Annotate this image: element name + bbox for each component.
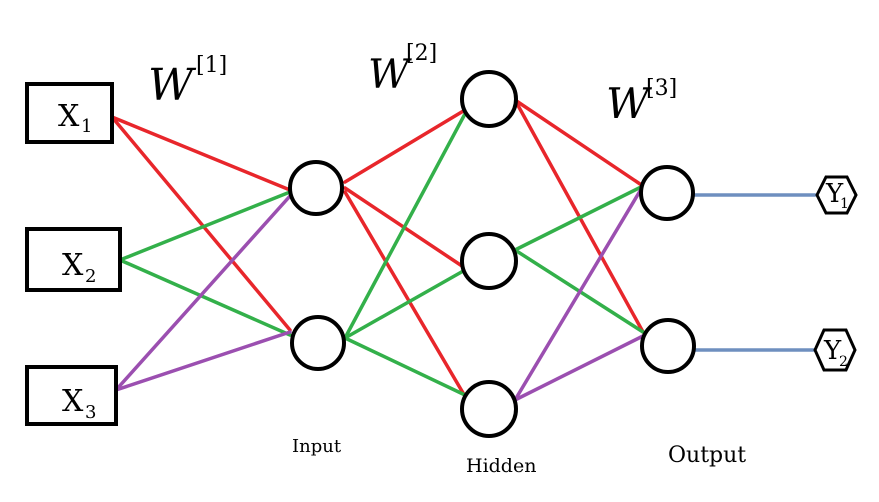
- output-hexagon: [813, 328, 857, 372]
- weight-superscript: [3]: [646, 76, 677, 101]
- feature-box: [25, 227, 122, 292]
- edge-input1-hidden3: [343, 190, 468, 400]
- weight-label-w1: W [1]: [148, 53, 227, 111]
- feature-label: X: [58, 99, 80, 134]
- weight-symbol: W: [368, 52, 412, 98]
- output-node-1: [639, 165, 695, 221]
- edge-hidden1-output1: [513, 98, 645, 188]
- edge-x2-input2: [118, 258, 292, 337]
- hidden-node-3: [460, 380, 518, 438]
- feature-subscript: 1: [81, 116, 92, 137]
- input-node-1: [288, 160, 344, 216]
- output-subscript: 2: [839, 354, 848, 370]
- output-label: Y: [823, 336, 842, 366]
- feature-label: X: [62, 384, 84, 419]
- feature-x2: X 2: [25, 227, 122, 292]
- weight-symbol: W: [148, 60, 197, 111]
- edge-hidden3-output1: [513, 184, 645, 402]
- feature-x3: X 3: [25, 365, 118, 426]
- edge-x1-input2: [110, 115, 292, 332]
- edge-input2-hidden2: [343, 268, 467, 340]
- connections-w2: [343, 108, 468, 400]
- hidden-node-1: [460, 70, 518, 128]
- edge-x3-input1: [114, 194, 292, 392]
- edge-hidden3-output2: [513, 334, 645, 402]
- edge-input2-hidden1: [343, 110, 468, 340]
- feature-label: X: [62, 248, 84, 283]
- edge-x3-input2: [114, 330, 292, 392]
- edge-hidden1-output2: [513, 98, 645, 334]
- feature-box: [25, 365, 118, 426]
- hidden-node-2: [460, 232, 518, 290]
- connections-w1: [110, 115, 292, 392]
- layer-label-hidden: Hidden: [466, 455, 536, 477]
- input-node-2: [290, 315, 346, 371]
- feature-x1: X 1: [25, 82, 114, 144]
- output-connectors: [693, 193, 817, 352]
- layer-label-output: Output: [668, 443, 746, 468]
- weight-symbol: W: [606, 79, 653, 128]
- output-node-2: [640, 318, 696, 374]
- weight-label-w2: W [2]: [368, 41, 437, 98]
- layer-label-input: Input: [292, 436, 342, 457]
- edge-x2-input1: [118, 190, 292, 262]
- feature-subscript: 3: [85, 402, 96, 423]
- output-label: Y: [825, 179, 844, 209]
- weight-label-w3: W [3]: [606, 76, 677, 128]
- output-y2: Y 2: [813, 328, 857, 372]
- connections-w3: [513, 98, 645, 402]
- edge-input1-hidden1: [343, 108, 467, 184]
- output-y1: Y 1: [815, 175, 858, 215]
- output-subscript: 1: [840, 196, 849, 212]
- weight-superscript: [1]: [196, 53, 227, 78]
- feature-subscript: 2: [85, 266, 96, 287]
- edge-input2-hidden3: [343, 336, 467, 397]
- edge-x1-input1: [110, 115, 292, 192]
- feature-box: [25, 82, 114, 144]
- weight-superscript: [2]: [406, 41, 437, 66]
- edge-hidden2-output1: [513, 184, 645, 252]
- output-hexagon: [815, 175, 858, 215]
